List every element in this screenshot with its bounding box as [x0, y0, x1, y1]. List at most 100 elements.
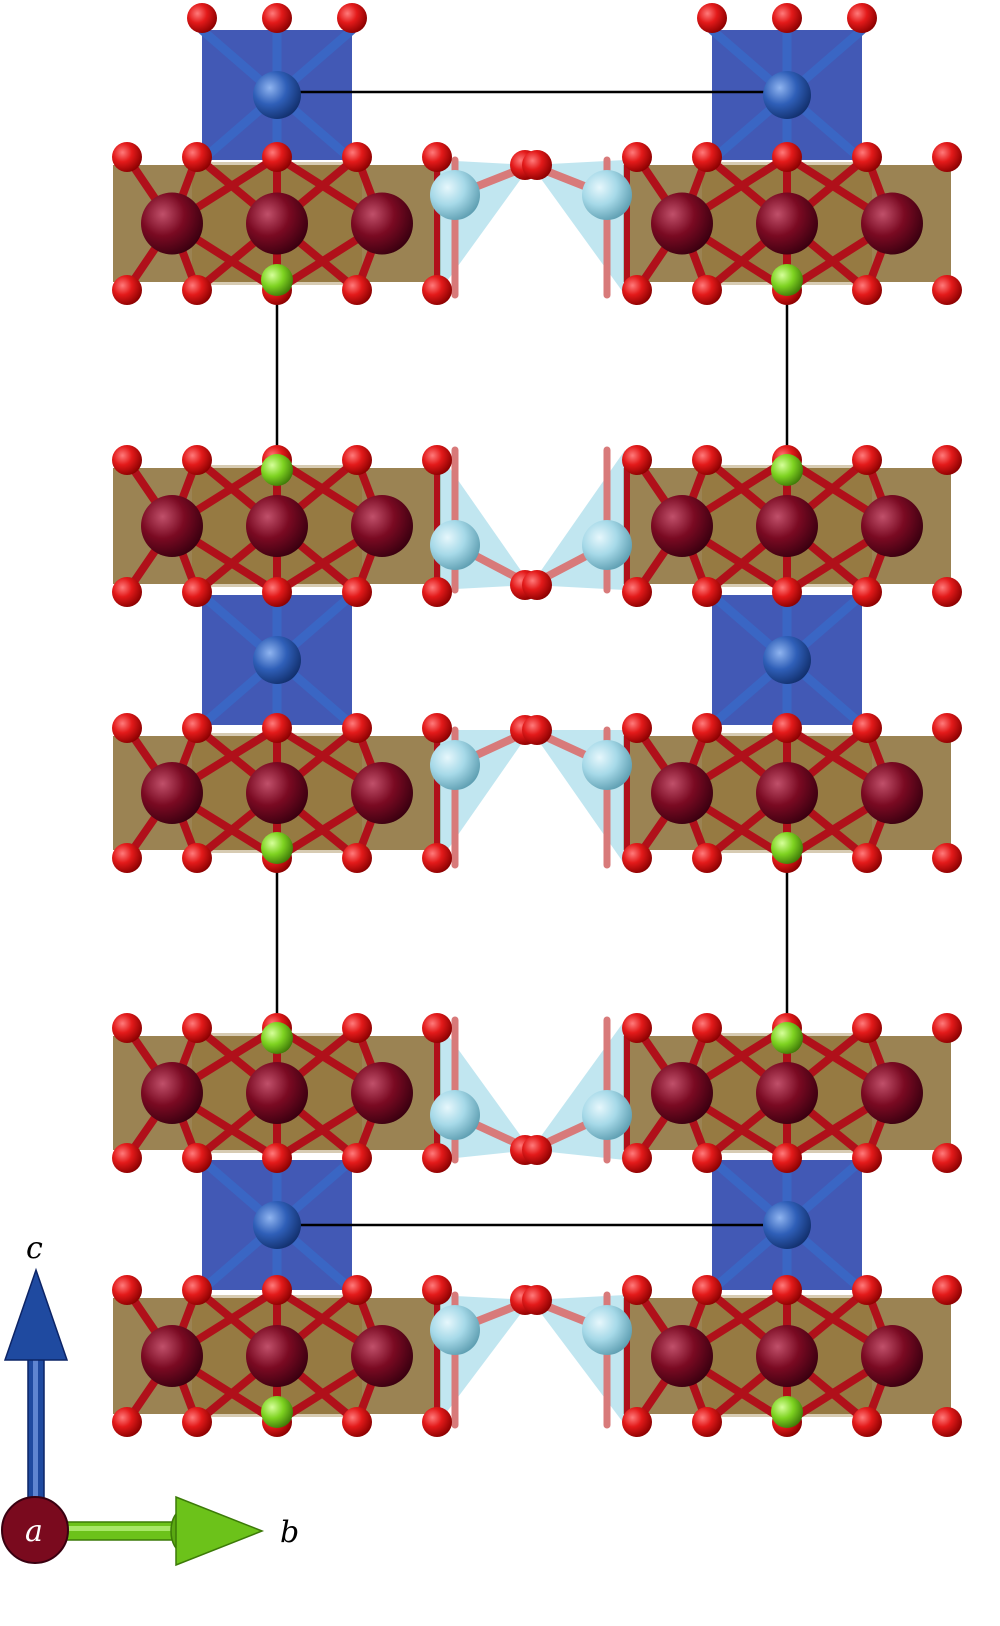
oxygen-atom: [772, 713, 802, 743]
heavy-metal-atom: [246, 762, 308, 824]
oxygen-atom: [342, 1013, 372, 1043]
oxygen-atom: [522, 570, 552, 600]
oxygen-atom: [337, 3, 367, 33]
atom-layer: [112, 3, 962, 1437]
oxygen-atom: [852, 1275, 882, 1305]
heavy-metal-atom: [141, 1062, 203, 1124]
oxygen-atom: [692, 713, 722, 743]
heavy-metal-atom: [246, 495, 308, 557]
axis-indicator: c b a: [1, 1231, 299, 1567]
oxygen-atom: [182, 142, 212, 172]
oxygen-atom: [422, 1407, 452, 1437]
oxygen-atom: [422, 843, 452, 873]
oxygen-atom: [422, 1013, 452, 1043]
unit-cell-edges: [275, 90, 789, 1227]
oxygen-atom: [692, 1143, 722, 1173]
blue-cation-atom: [253, 71, 301, 119]
c-axis-arrow: [3, 1267, 69, 1521]
oxygen-atom: [772, 142, 802, 172]
heavy-metal-atom: [351, 762, 413, 824]
oxygen-atom: [182, 1275, 212, 1305]
oxygen-atom: [852, 1013, 882, 1043]
oxygen-atom: [342, 142, 372, 172]
light-blue-cation-atom: [430, 740, 480, 790]
green-atom: [771, 832, 803, 864]
oxygen-atom: [772, 3, 802, 33]
blue-cation-atom: [763, 636, 811, 684]
oxygen-atom: [262, 1143, 292, 1173]
oxygen-atom: [342, 577, 372, 607]
oxygen-atom: [932, 142, 962, 172]
oxygen-atom: [182, 577, 212, 607]
a-axis-dot: [1, 1496, 69, 1564]
heavy-metal-atom: [141, 1325, 203, 1387]
heavy-metal-atom: [756, 762, 818, 824]
oxygen-atom: [852, 445, 882, 475]
oxygen-atom: [522, 1285, 552, 1315]
heavy-metal-atom: [756, 495, 818, 557]
heavy-metal-atom: [651, 192, 713, 255]
oxygen-atom: [262, 1275, 292, 1305]
oxygen-atom: [342, 843, 372, 873]
oxygen-atom: [342, 445, 372, 475]
oxygen-atom: [692, 1013, 722, 1043]
oxygen-atom: [847, 3, 877, 33]
heavy-metal-atom: [351, 1325, 413, 1387]
oxygen-atom: [112, 142, 142, 172]
oxygen-atom: [182, 843, 212, 873]
oxygen-atom: [622, 713, 652, 743]
green-atom: [771, 1022, 803, 1054]
oxygen-atom: [852, 843, 882, 873]
oxygen-atom: [182, 445, 212, 475]
oxygen-atom: [852, 275, 882, 305]
oxygen-atom: [342, 1407, 372, 1437]
oxygen-atom: [112, 445, 142, 475]
oxygen-atom: [692, 275, 722, 305]
heavy-metal-atom: [246, 1325, 308, 1387]
oxygen-atom: [622, 142, 652, 172]
oxygen-atom: [622, 275, 652, 305]
oxygen-atom: [852, 713, 882, 743]
oxygen-atom: [522, 715, 552, 745]
light-blue-cation-atom: [582, 740, 632, 790]
heavy-metal-atom: [756, 1325, 818, 1387]
oxygen-atom: [932, 1275, 962, 1305]
oxygen-atom: [932, 577, 962, 607]
heavy-metal-atom: [651, 762, 713, 824]
heavy-metal-atom: [351, 495, 413, 557]
oxygen-atom: [692, 577, 722, 607]
green-atom: [771, 1396, 803, 1428]
light-blue-cation-atom: [430, 1090, 480, 1140]
heavy-metal-atom: [141, 762, 203, 824]
oxygen-atom: [852, 142, 882, 172]
oxygen-atom: [112, 275, 142, 305]
oxygen-atom: [772, 1143, 802, 1173]
oxygen-atom: [622, 1407, 652, 1437]
oxygen-atom: [622, 445, 652, 475]
heavy-metal-atom: [141, 495, 203, 557]
light-blue-polyhedra-layer: [437, 160, 625, 1425]
oxygen-atom: [622, 1275, 652, 1305]
oxygen-atom: [182, 1143, 212, 1173]
green-atom: [261, 264, 293, 296]
oxygen-atom: [422, 713, 452, 743]
oxygen-atom: [932, 445, 962, 475]
heavy-metal-atom: [141, 192, 203, 255]
oxygen-atom: [622, 577, 652, 607]
heavy-metal-atom: [861, 1062, 923, 1124]
blue-cation-atom: [763, 1201, 811, 1249]
oxygen-atom: [852, 1143, 882, 1173]
green-atom: [261, 832, 293, 864]
oxygen-atom: [932, 1013, 962, 1043]
oxygen-atom: [112, 1275, 142, 1305]
green-atom: [771, 264, 803, 296]
oxygen-atom: [262, 577, 292, 607]
green-atom: [261, 454, 293, 486]
oxygen-atom: [622, 843, 652, 873]
oxygen-atom: [692, 1275, 722, 1305]
green-atom: [261, 1396, 293, 1428]
oxygen-atom: [342, 713, 372, 743]
c-axis-label: c: [26, 1231, 43, 1266]
heavy-metal-atom: [651, 495, 713, 557]
